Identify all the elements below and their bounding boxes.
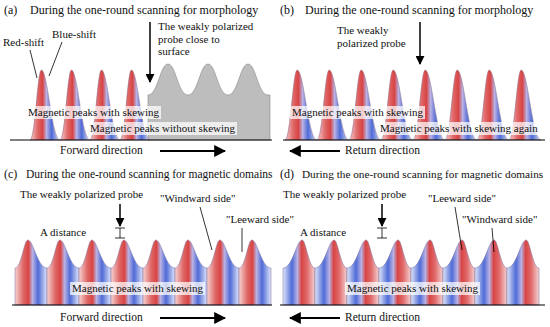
magnetic-peak xyxy=(175,240,207,305)
magnetic-peak xyxy=(317,70,349,140)
leader-line xyxy=(455,207,462,250)
magnetic-peak xyxy=(47,240,79,305)
baseline xyxy=(280,304,545,305)
distance-bracket xyxy=(115,238,125,239)
peak-label: Magnetic peaks without skewing xyxy=(88,122,237,135)
annotation-label: The weakly polarized probe xyxy=(20,188,143,201)
annotation-label: The weakly polarized probe xyxy=(283,188,406,201)
magnetic-peak xyxy=(79,240,111,305)
panel-title: During the one-round scanning for magnet… xyxy=(302,168,543,181)
direction-arrow xyxy=(290,150,340,152)
magnetic-peak xyxy=(143,240,175,305)
annotation-label: A distance xyxy=(40,226,86,239)
leader-line xyxy=(200,207,212,250)
panel-letter: (b) xyxy=(280,4,294,18)
direction-label: Return direction xyxy=(345,311,420,324)
direction-label: Return direction xyxy=(345,144,420,157)
leader-line xyxy=(30,50,37,78)
leader-line xyxy=(242,228,243,252)
direction-arrow xyxy=(160,317,225,319)
magnetic-peak xyxy=(283,240,315,305)
baseline xyxy=(283,139,545,140)
annotation-label: "Leeward side" xyxy=(428,192,496,205)
peak-label: Magnetic peaks with skewing xyxy=(345,282,480,295)
annotation-label: Red-shift xyxy=(3,36,44,49)
magnetic-peak xyxy=(475,240,507,305)
magnetic-peak xyxy=(285,70,317,140)
panel-title: During the one-round scanning for morpho… xyxy=(30,4,258,18)
direction-arrow xyxy=(290,317,340,319)
peak-label: Magnetic peaks with skewing xyxy=(290,106,425,119)
direction-label: Forward direction xyxy=(60,311,143,324)
magnetic-peak xyxy=(239,240,271,305)
probe-arrow xyxy=(119,204,121,226)
peak-label: Magnetic peaks with skewing xyxy=(26,106,161,119)
annotation-label: The weakly polarized probe xyxy=(337,24,417,49)
annotation-label: "Windward side" xyxy=(160,192,235,205)
magnetic-peak xyxy=(411,240,443,305)
peak-label: Magnetic peaks with skewing xyxy=(70,282,205,295)
leader-line xyxy=(492,228,494,252)
panel-letter: (d) xyxy=(280,168,294,182)
panel-title: During the one-round scanning for magnet… xyxy=(26,168,273,181)
probe-arrow xyxy=(381,204,383,226)
annotation-label: "Windward side" xyxy=(462,213,537,226)
panel-letter: (a) xyxy=(4,4,17,18)
distance-bracket xyxy=(115,228,125,229)
magnetic-peak xyxy=(315,240,347,305)
baseline xyxy=(10,139,272,140)
distance-bracket xyxy=(382,228,383,238)
distance-bracket xyxy=(120,228,121,238)
panel-title: During the one-round scanning for morpho… xyxy=(305,4,533,18)
annotation-label: Blue-shift xyxy=(52,28,96,41)
probe-arrow xyxy=(149,22,151,82)
magnetic-peak xyxy=(507,240,539,305)
panel-letter: (c) xyxy=(4,168,17,182)
annotation-label: "Leeward side" xyxy=(226,213,294,226)
magnetic-peak xyxy=(349,70,381,140)
magnetic-peak xyxy=(30,70,60,140)
probe-arrow xyxy=(419,22,421,64)
direction-arrow xyxy=(160,150,225,152)
magnetic-peak xyxy=(60,70,90,140)
leader-line xyxy=(49,42,62,76)
magnetic-peak xyxy=(15,240,47,305)
magnetic-peak xyxy=(379,240,411,305)
annotation-label: The weakly polarized probe close to surf… xyxy=(158,20,254,58)
distance-bracket xyxy=(377,238,387,239)
distance-bracket xyxy=(377,228,387,229)
magnetic-peak xyxy=(111,240,143,305)
baseline xyxy=(12,304,272,305)
peak-label: Magnetic peaks with skewing again xyxy=(378,122,540,135)
direction-label: Forward direction xyxy=(60,144,143,157)
magnetic-peak xyxy=(347,240,379,305)
annotation-label: A distance xyxy=(300,226,346,239)
magnetic-peak xyxy=(443,240,475,305)
